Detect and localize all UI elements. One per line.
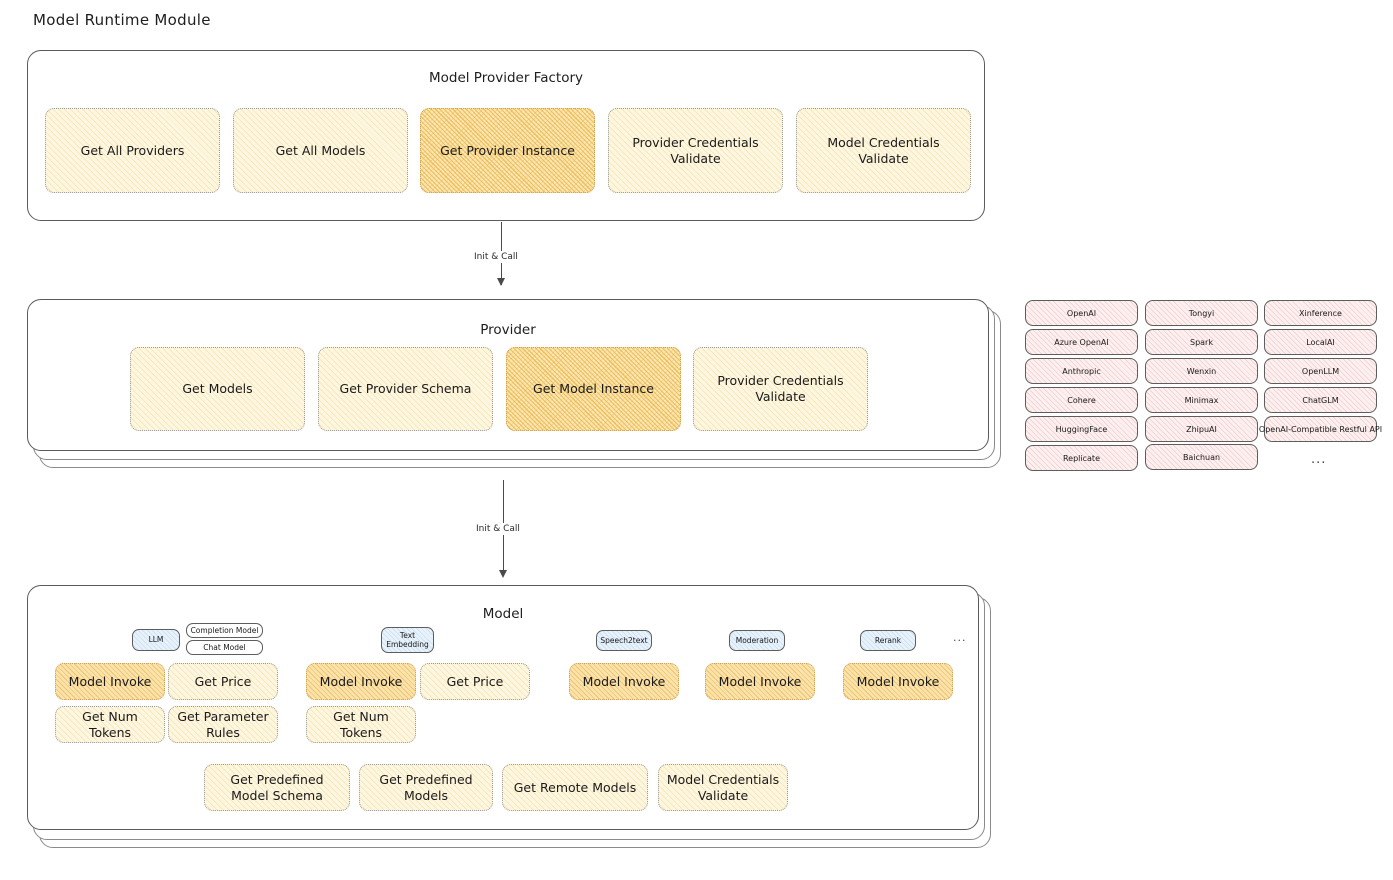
- model-method-text-embedding-get-price[interactable]: Get Price: [420, 663, 530, 700]
- model-method-rerank-model-invoke[interactable]: Model Invoke: [843, 663, 953, 700]
- provider-panel: Provider Get Models Get Provider Schema …: [27, 299, 989, 451]
- provider-list-ellipsis: ...: [1311, 452, 1327, 467]
- model-common-method-model-credentials-validate[interactable]: Model Credentials Validate: [658, 764, 788, 811]
- provider-pill-zhipuai[interactable]: ZhipuAI: [1145, 416, 1258, 442]
- model-title: Model: [482, 606, 524, 622]
- model-method-llm-get-parameter-rules[interactable]: Get Parameter Rules: [168, 706, 278, 743]
- provider-box-get-model-instance[interactable]: Get Model Instance: [506, 347, 681, 431]
- factory-box-provider-credentials-validate[interactable]: Provider Credentials Validate: [608, 108, 783, 193]
- model-method-llm-get-num-tokens[interactable]: Get Num Tokens: [55, 706, 165, 743]
- model-sub-badge-completion-model[interactable]: Completion Model: [186, 623, 263, 638]
- factory-box-get-provider-instance[interactable]: Get Provider Instance: [420, 108, 595, 193]
- model-type-badge-rerank[interactable]: Rerank: [860, 630, 916, 651]
- provider-pill-minimax[interactable]: Minimax: [1145, 387, 1258, 413]
- provider-pill-chatglm[interactable]: ChatGLM: [1264, 387, 1377, 413]
- model-panel: Model LLM Completion Model Chat Model Mo…: [27, 585, 979, 830]
- model-method-text-embedding-model-invoke[interactable]: Model Invoke: [306, 663, 416, 700]
- model-type-badge-moderation[interactable]: Moderation: [729, 630, 785, 651]
- model-type-badge-speech2text[interactable]: Speech2text: [596, 630, 652, 651]
- connector-label-init-call-1: Init & Call: [470, 251, 522, 263]
- factory-title: Model Provider Factory: [428, 70, 583, 86]
- connector-arrow-factory-provider: [497, 278, 505, 286]
- provider-pill-openai[interactable]: OpenAI: [1025, 300, 1138, 326]
- model-common-method-get-predefined-models[interactable]: Get Predefined Models: [359, 764, 493, 811]
- model-types-ellipsis: ...: [953, 631, 967, 644]
- model-method-llm-get-price[interactable]: Get Price: [168, 663, 278, 700]
- provider-title: Provider: [480, 322, 536, 338]
- factory-box-get-all-providers[interactable]: Get All Providers: [45, 108, 220, 193]
- model-provider-factory-panel: Model Provider Factory Get All Providers…: [27, 50, 985, 221]
- model-method-speech2text-model-invoke[interactable]: Model Invoke: [569, 663, 679, 700]
- provider-pill-baichuan[interactable]: Baichuan: [1145, 444, 1258, 470]
- connector-arrow-provider-model: [499, 570, 507, 578]
- provider-pill-anthropic[interactable]: Anthropic: [1025, 358, 1138, 384]
- provider-pill-openai-compatible-restful-api[interactable]: OpenAI-Compatible Restful API: [1259, 416, 1382, 442]
- model-sub-badge-chat-model[interactable]: Chat Model: [186, 640, 263, 655]
- provider-pill-spark[interactable]: Spark: [1145, 329, 1258, 355]
- model-method-moderation-model-invoke[interactable]: Model Invoke: [705, 663, 815, 700]
- factory-box-get-all-models[interactable]: Get All Models: [233, 108, 408, 193]
- provider-box-get-models[interactable]: Get Models: [130, 347, 305, 431]
- page-title: Model Runtime Module: [33, 11, 211, 29]
- provider-pill-xinference[interactable]: Xinference: [1264, 300, 1377, 326]
- provider-pill-cohere[interactable]: Cohere: [1025, 387, 1138, 413]
- model-common-method-get-remote-models[interactable]: Get Remote Models: [502, 764, 648, 811]
- provider-box-get-provider-schema[interactable]: Get Provider Schema: [318, 347, 493, 431]
- provider-pill-openllm[interactable]: OpenLLM: [1264, 358, 1377, 384]
- model-type-badge-text-embedding[interactable]: Text Embedding: [381, 627, 434, 653]
- provider-pill-wenxin[interactable]: Wenxin: [1145, 358, 1258, 384]
- model-method-llm-model-invoke[interactable]: Model Invoke: [55, 663, 165, 700]
- provider-pill-replicate[interactable]: Replicate: [1025, 445, 1138, 471]
- provider-box-provider-credentials-validate[interactable]: Provider Credentials Validate: [693, 347, 868, 431]
- provider-pill-localai[interactable]: LocalAI: [1264, 329, 1377, 355]
- provider-pill-tongyi[interactable]: Tongyi: [1145, 300, 1258, 326]
- model-common-method-get-predefined-model-schema[interactable]: Get Predefined Model Schema: [204, 764, 350, 811]
- model-method-text-embedding-get-num-tokens[interactable]: Get Num Tokens: [306, 706, 416, 743]
- factory-box-model-credentials-validate[interactable]: Model Credentials Validate: [796, 108, 971, 193]
- provider-pill-azure-openai[interactable]: Azure OpenAI: [1025, 329, 1138, 355]
- connector-label-init-call-2: Init & Call: [472, 523, 524, 535]
- provider-pill-huggingface[interactable]: HuggingFace: [1025, 416, 1138, 442]
- model-type-badge-llm[interactable]: LLM: [132, 629, 180, 651]
